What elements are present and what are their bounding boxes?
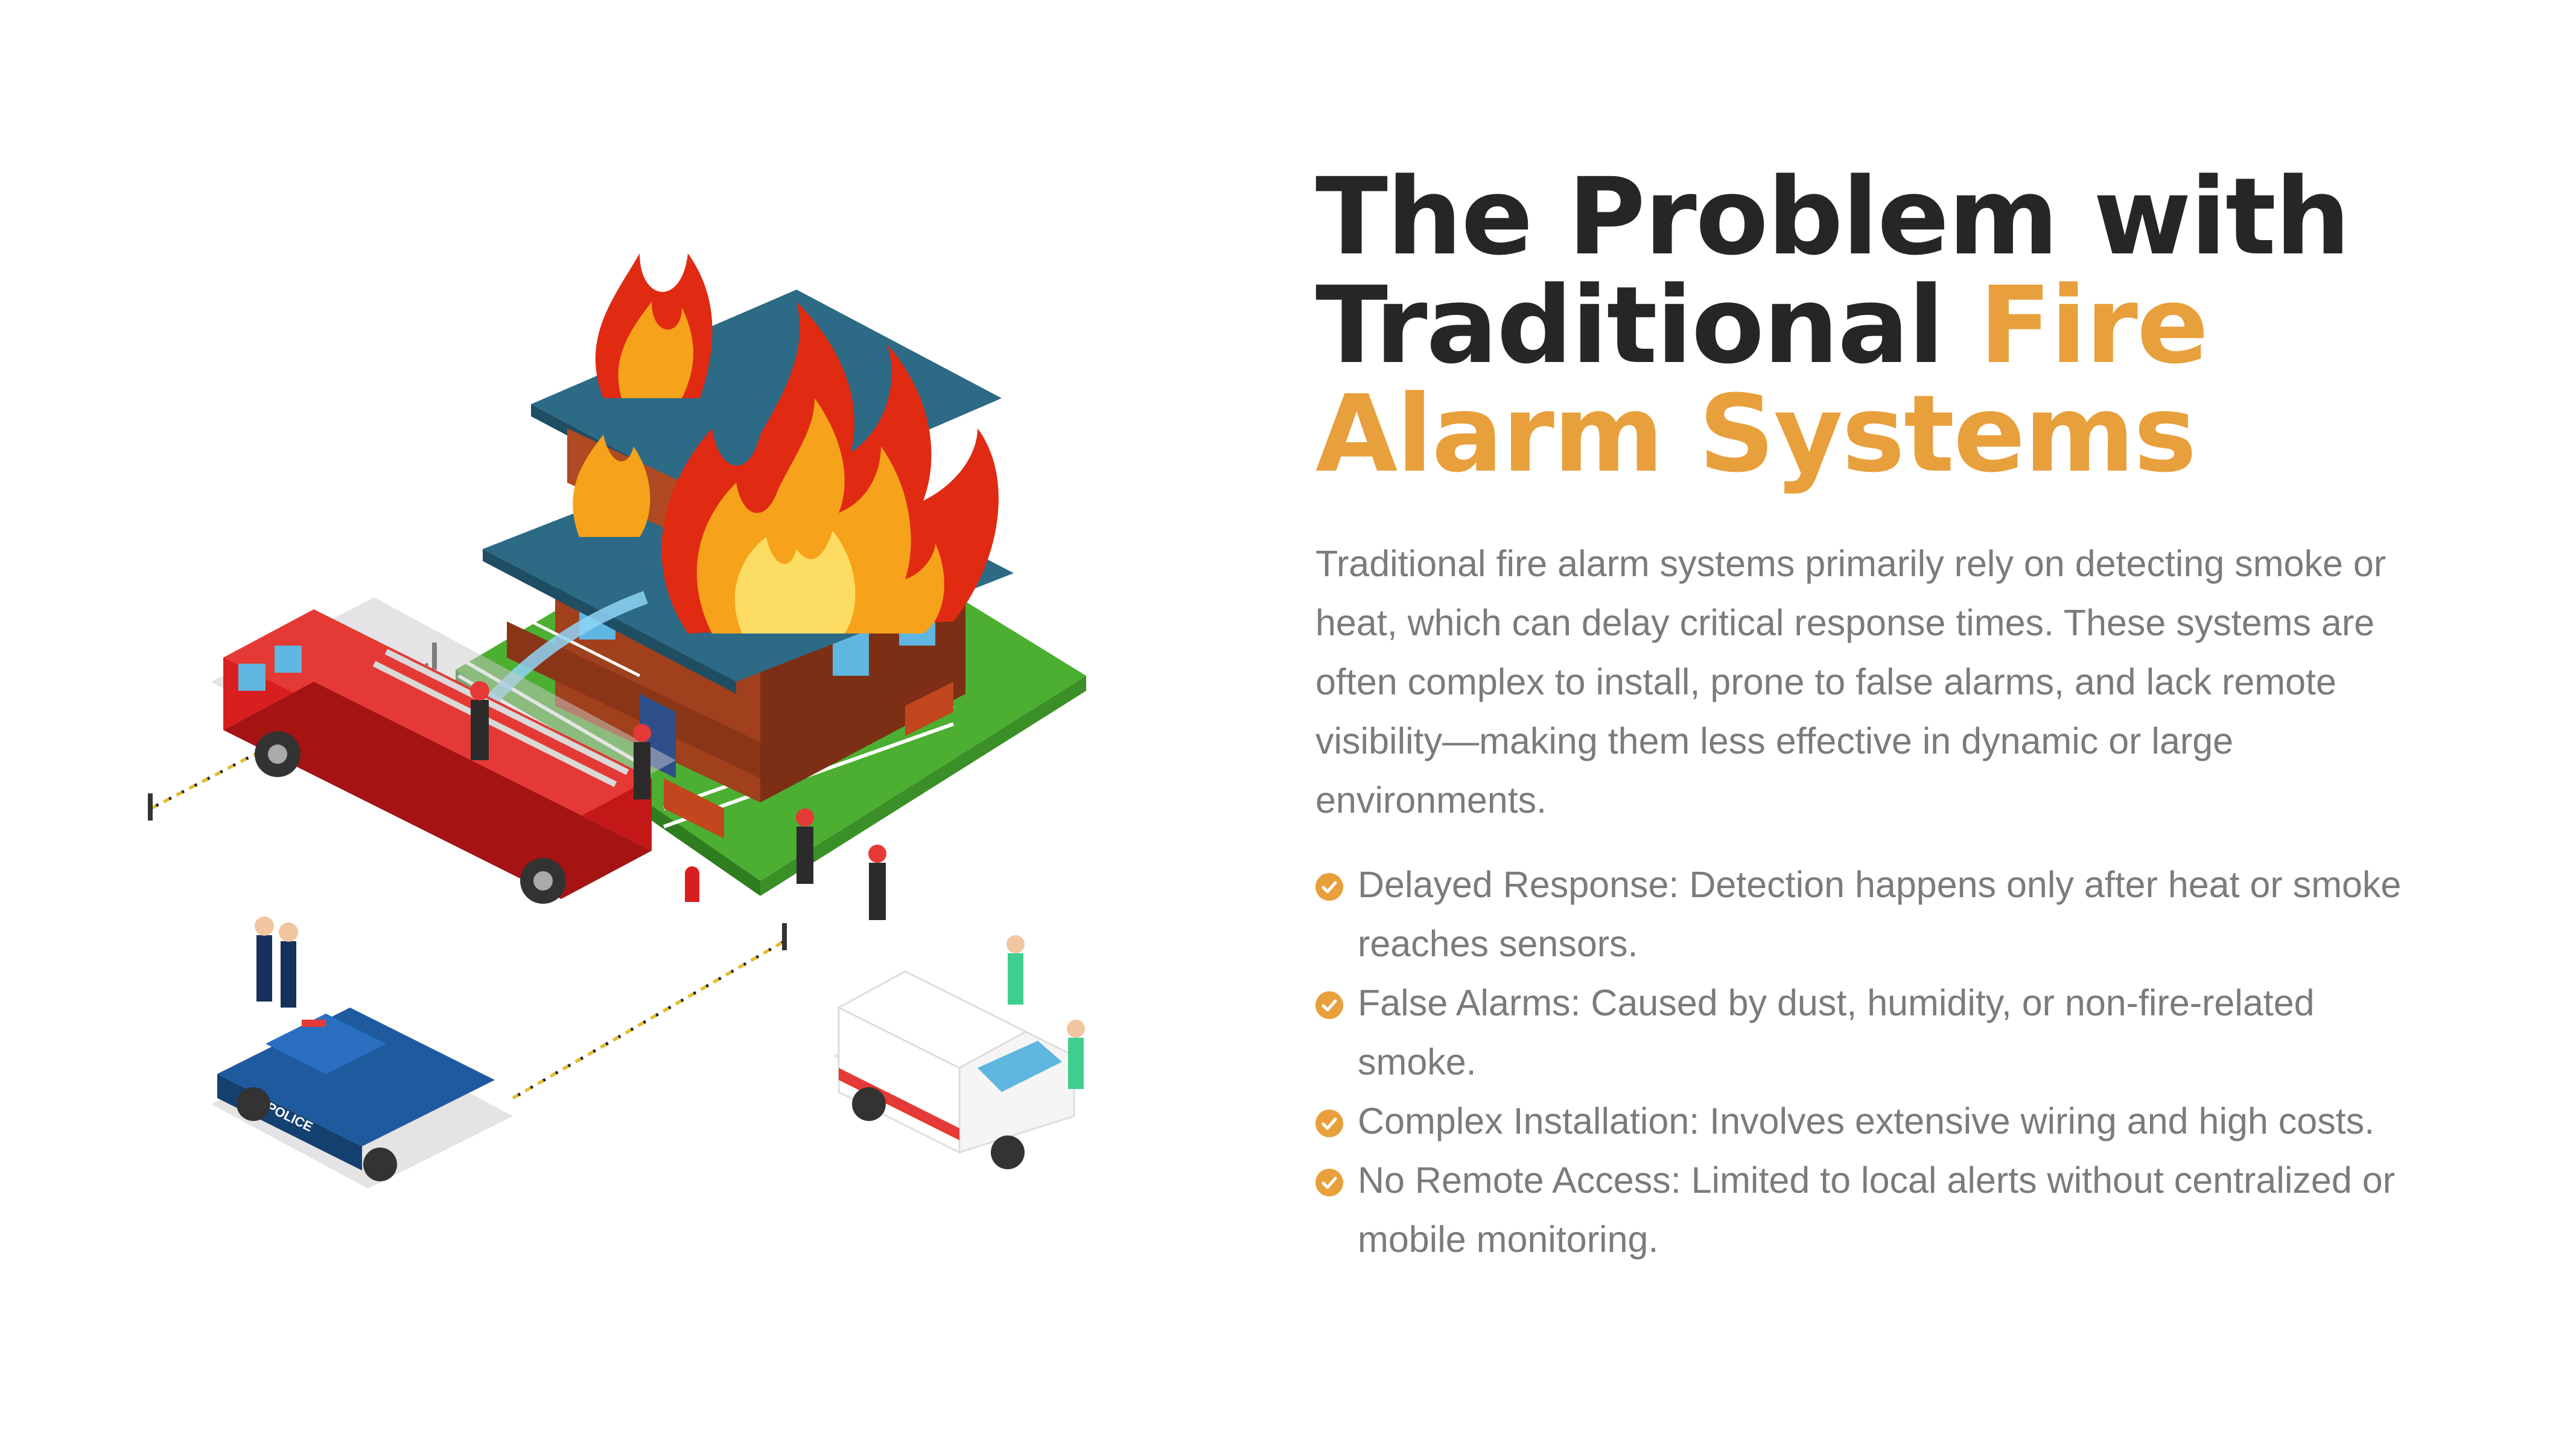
fire-flames [573, 253, 999, 634]
police-car: POLICE [211, 1008, 513, 1189]
check-icon [1315, 1110, 1343, 1137]
paramedics [1007, 935, 1085, 1089]
police-officers [255, 916, 298, 1008]
list-item: Complex Installation: Involves extensive… [1315, 1091, 2420, 1151]
ambulance: AMBULANCE [833, 970, 1075, 1169]
check-icon [1315, 873, 1343, 901]
page-title: The Problem with Traditional Fire Alarm … [1315, 163, 2462, 489]
list-item: False Alarms: Caused by dust, humidity, … [1315, 973, 2420, 1091]
check-icon [1315, 991, 1343, 1019]
check-icon [1315, 1169, 1343, 1196]
title-line-2: Traditional [1315, 264, 1979, 387]
title-accent-alarm-systems: Alarm Systems [1315, 372, 2197, 496]
list-item-text: Delayed Response: Detection happens only… [1358, 864, 2402, 964]
list-item: Delayed Response: Detection happens only… [1315, 855, 2420, 973]
list-item: No Remote Access: Limited to local alert… [1315, 1151, 2420, 1269]
list-item-text: False Alarms: Caused by dust, humidity, … [1358, 982, 2315, 1082]
problem-list: Delayed Response: Detection happens only… [1315, 855, 2462, 1269]
list-item-text: Complex Installation: Involves extensive… [1358, 1100, 2375, 1142]
fire-hydrant [685, 866, 699, 902]
firefighters [470, 681, 886, 920]
text-content: The Problem with Traditional Fire Alarm … [1315, 163, 2462, 1269]
title-accent-fire: Fire [1979, 264, 2209, 387]
burning-house-illustration: POLICE [121, 199, 1177, 1255]
intro-paragraph: Traditional fire alarm systems primarily… [1315, 543, 2387, 821]
title-line-1: The Problem with [1315, 155, 2350, 279]
list-item-text: No Remote Access: Limited to local alert… [1358, 1160, 2395, 1260]
